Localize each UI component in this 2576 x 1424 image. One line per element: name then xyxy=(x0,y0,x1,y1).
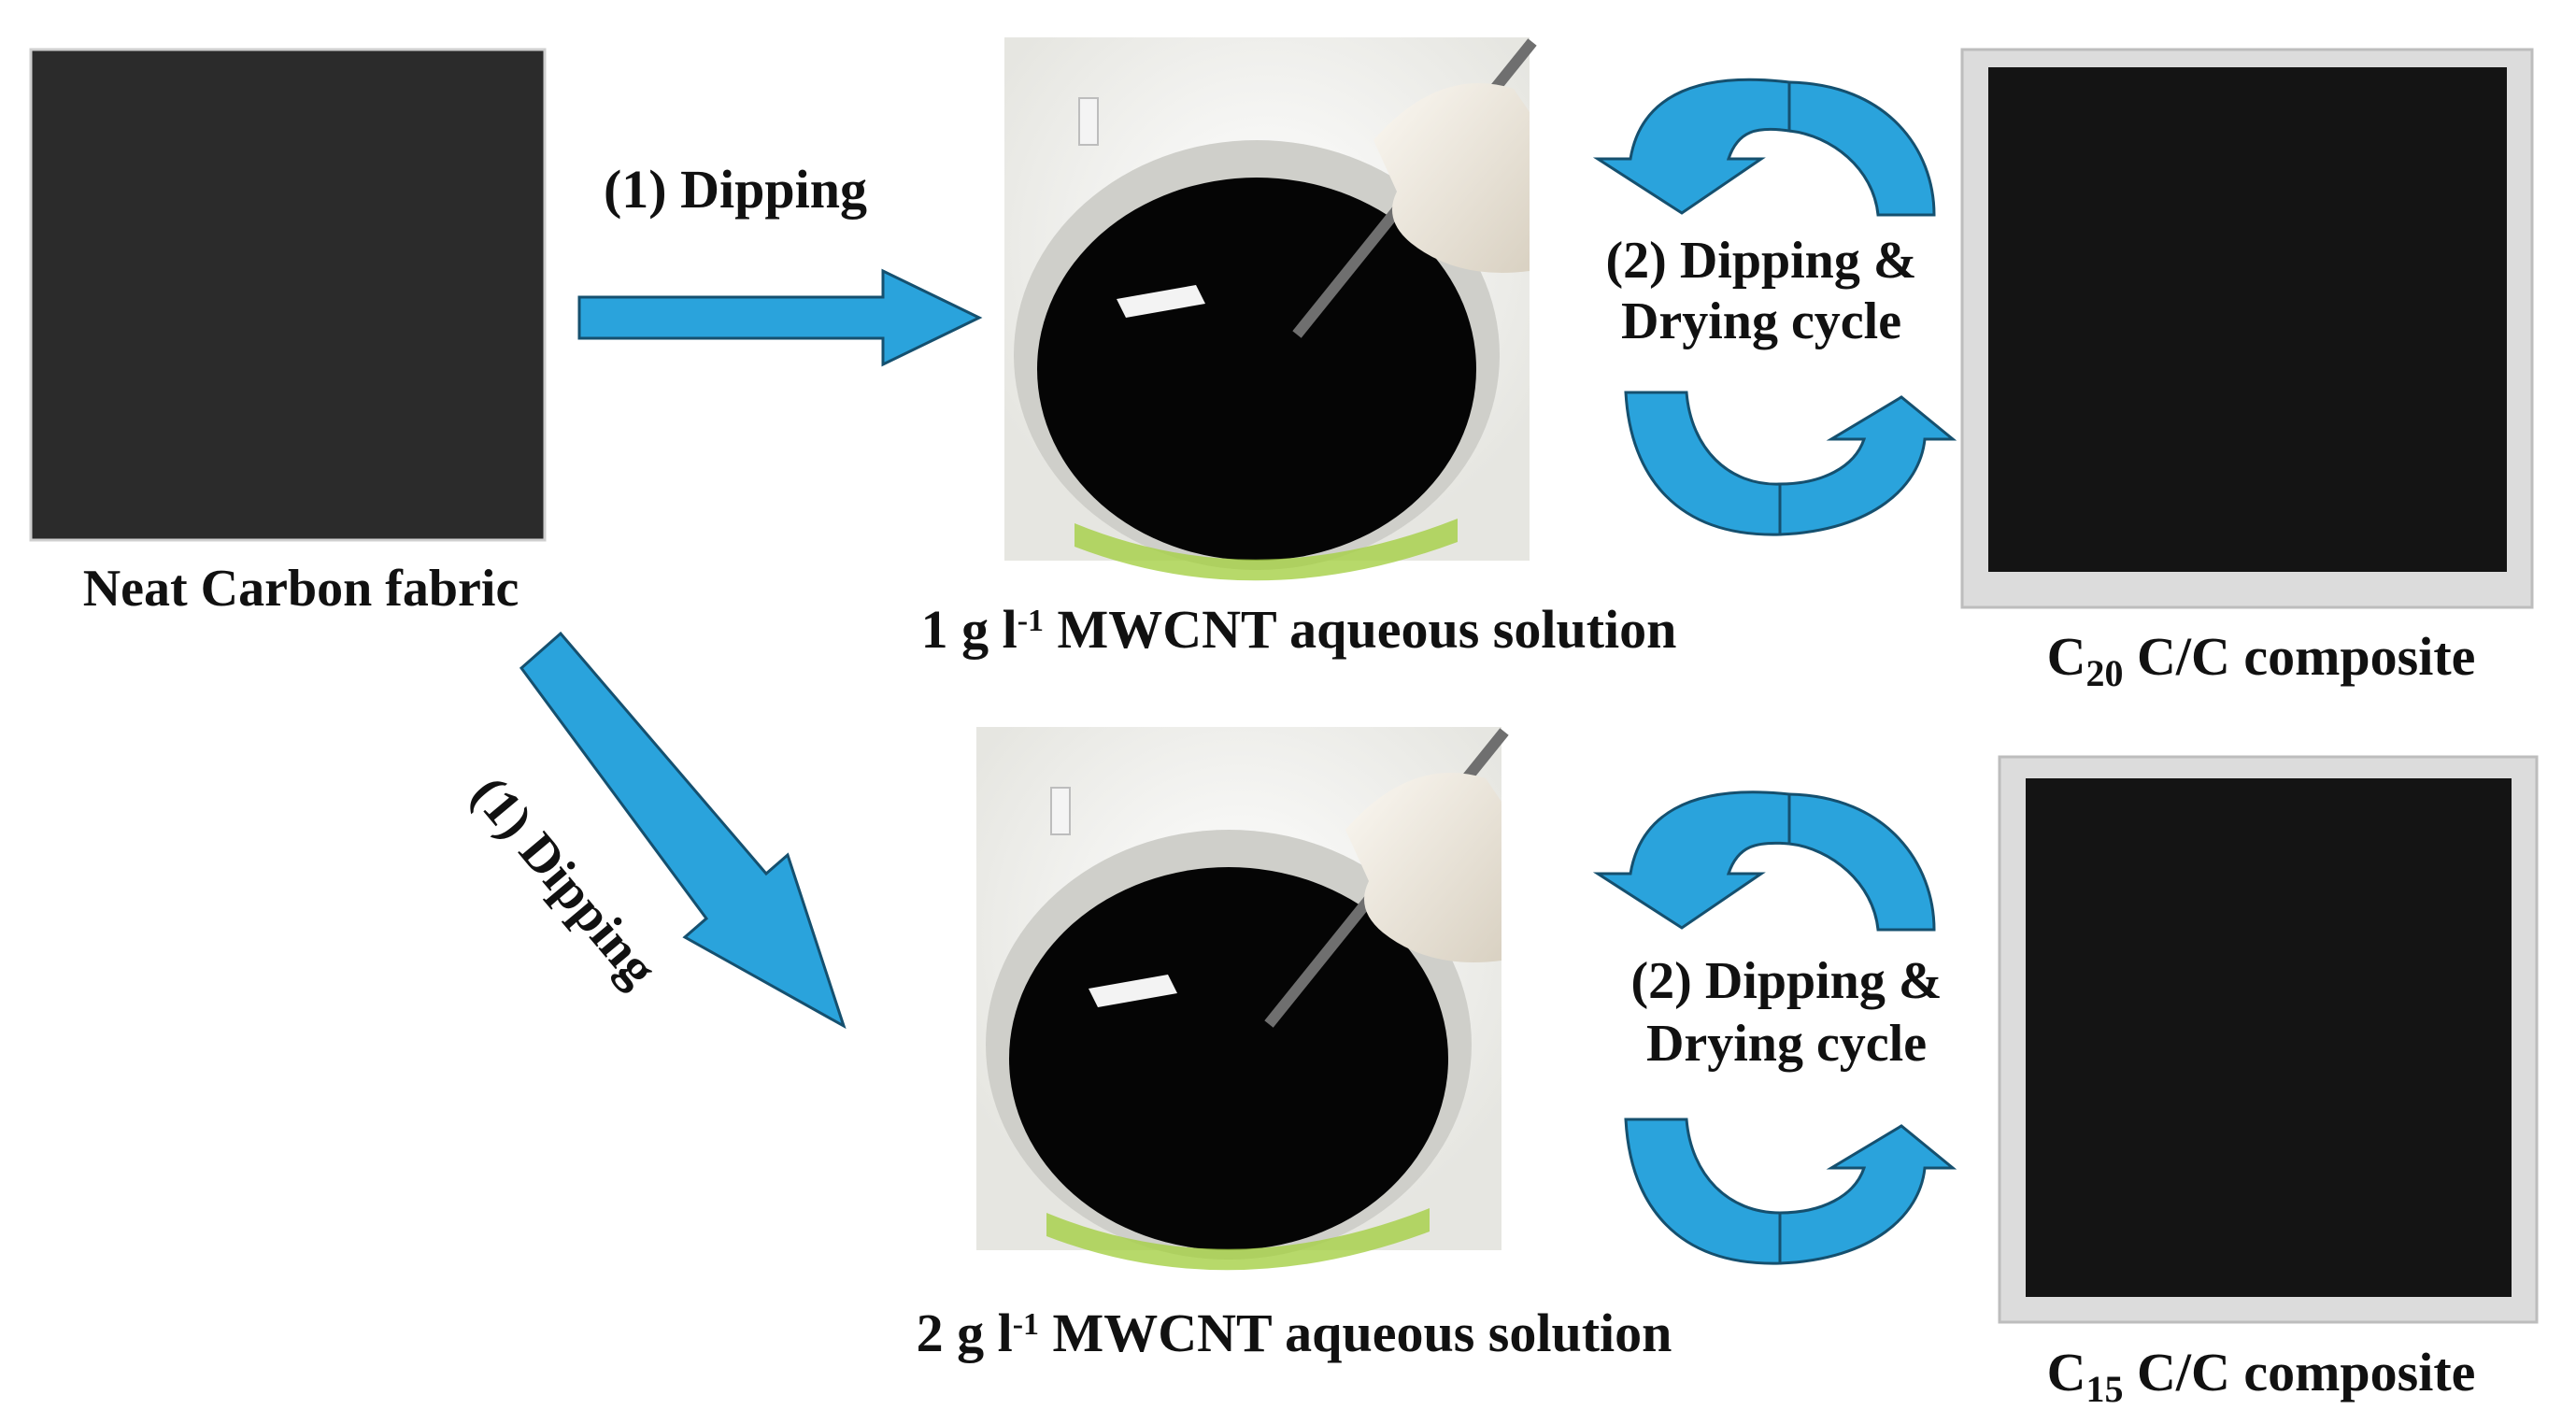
right-arrow-icon xyxy=(577,268,983,367)
c15-composite-label: C15 C/C composite xyxy=(2047,1342,2476,1410)
cycle-arrows-icon-top xyxy=(1592,78,1957,536)
cycle-label-top-line1: (2) Dipping & xyxy=(1606,232,1917,290)
cycle-label-top-line2: Drying cycle xyxy=(1621,292,1901,350)
cycle-label-bottom-line2: Drying cycle xyxy=(1646,1015,1927,1073)
svg-text:2 g l-1 MWCNT aqueous solution: 2 g l-1 MWCNT aqueous solution xyxy=(917,1303,1672,1363)
svg-text:1 g l-1 MWCNT aqueous solution: 1 g l-1 MWCNT aqueous solution xyxy=(921,599,1677,660)
beaker-photo-top xyxy=(1004,37,1537,581)
neat-carbon-fabric-image xyxy=(29,48,547,542)
c20-composite-image xyxy=(1960,48,2534,609)
step1-dipping-label-top: (1) Dipping xyxy=(604,159,867,220)
solution-label-bottom: 2 g l-1 MWCNT aqueous solution xyxy=(917,1303,1672,1363)
c20-composite-label: C20 C/C composite xyxy=(2047,626,2476,694)
cycle-arrows-icon-bottom xyxy=(1592,790,1957,1265)
beaker-photo-bottom xyxy=(976,727,1509,1271)
diagonal-arrow-icon xyxy=(519,631,847,1030)
solution-label-top: 1 g l-1 MWCNT aqueous solution xyxy=(921,599,1677,660)
svg-text:C20 C/C composite: C20 C/C composite xyxy=(2047,626,2476,694)
svg-text:C15 C/C composite: C15 C/C composite xyxy=(2047,1342,2476,1410)
cycle-label-bottom-line1: (2) Dipping & xyxy=(1631,952,1943,1010)
c15-composite-image xyxy=(1998,755,2539,1324)
neat-fabric-label: Neat Carbon fabric xyxy=(83,560,519,618)
